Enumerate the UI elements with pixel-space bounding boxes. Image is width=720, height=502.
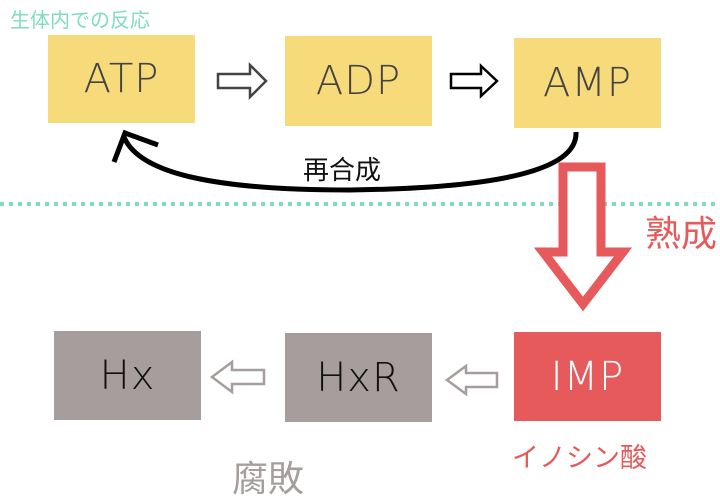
amp-label: AMP: [543, 60, 632, 106]
imp-label: IMP: [550, 353, 625, 400]
resynthesis-label: 再合成: [303, 156, 382, 186]
hxr-label: HxR: [316, 354, 401, 401]
hxr-node: HxR: [285, 333, 432, 422]
resynthesis-arrowhead-icon: [111, 129, 159, 163]
resynthesis-curve: [121, 131, 579, 193]
hx-node: Hx: [54, 331, 201, 420]
atp-node: ATP: [48, 35, 195, 123]
adp-node: ADP: [285, 36, 432, 126]
hx-label: Hx: [99, 352, 156, 399]
atp-label: ATP: [83, 56, 160, 102]
ripening-label: 熟成: [645, 214, 718, 255]
arrow-adp-to-amp-icon: [449, 63, 499, 99]
imp-caption: イノシン酸: [512, 443, 647, 474]
decay-label: 腐敗: [232, 459, 305, 500]
amp-node: AMP: [514, 38, 661, 128]
diagram-title: 生体内での反応: [10, 8, 150, 32]
arrow-hxr-to-hx-icon: [209, 359, 266, 395]
adp-label: ADP: [315, 58, 402, 104]
arrow-imp-to-hxr-icon: [444, 363, 499, 397]
imp-node: IMP: [514, 332, 661, 421]
arrow-atp-to-adp-icon: [216, 61, 268, 101]
ripening-arrow-icon: [533, 162, 633, 312]
